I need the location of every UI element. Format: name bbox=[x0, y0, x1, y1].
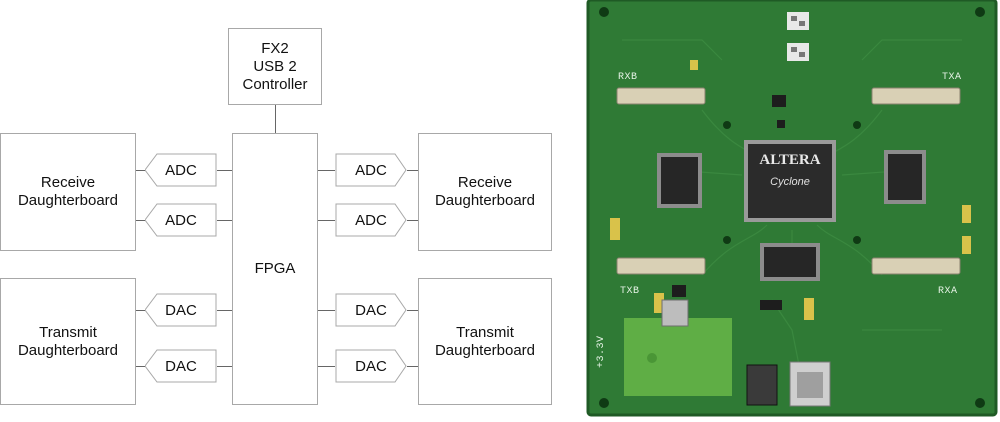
pad-circle bbox=[647, 353, 657, 363]
usb-to-fpga-wire bbox=[275, 105, 276, 133]
left-transmit-daughterboard-label: Transmit Daughterboard bbox=[17, 323, 119, 359]
left-dac-2-label: DAC bbox=[165, 357, 197, 375]
right-dac-1-label: DAC bbox=[355, 301, 387, 319]
io-jacks bbox=[746, 361, 831, 407]
power-pad bbox=[624, 318, 732, 396]
usrp-board-photo: RXB TXA TXB RXA +3.3V ALTERA Cyclone bbox=[582, 0, 1000, 417]
left-dac-1-shape bbox=[145, 293, 217, 327]
fpga-box: FPGA bbox=[232, 133, 318, 405]
right-adc-1-label: ADC bbox=[355, 161, 387, 179]
left-receive-daughterboard-label: Receive Daughterboard bbox=[17, 174, 119, 209]
left-dac-2-shape bbox=[145, 349, 217, 383]
wire-right-dac-2-fpga bbox=[318, 366, 335, 367]
silk-rxb: RXB bbox=[618, 72, 638, 83]
right-dac-1-shape bbox=[335, 293, 407, 327]
fpga-chip-brand: ALTERA bbox=[759, 152, 821, 168]
daughterboard-connectors bbox=[616, 87, 961, 275]
fpga-chip bbox=[744, 140, 836, 222]
wire-right-dac-1-fpga bbox=[318, 310, 335, 311]
wire-left-dac-1-fpga bbox=[217, 310, 232, 311]
left-adc-2-label: ADC bbox=[165, 211, 197, 229]
wire-left-adc-1-board bbox=[136, 170, 145, 171]
left-receive-daughterboard: Receive Daughterboard bbox=[0, 133, 136, 251]
silk-txa: TXA bbox=[942, 72, 962, 83]
left-adc-1: ADC bbox=[145, 153, 217, 187]
wire-right-dac-2-board bbox=[407, 366, 418, 367]
small-components bbox=[610, 60, 971, 320]
wire-right-dac-1-board bbox=[407, 310, 418, 311]
silk-rxa: RXA bbox=[938, 286, 958, 297]
wire-left-adc-2-fpga bbox=[217, 220, 232, 221]
silk-txb: TXB bbox=[620, 286, 640, 297]
wire-left-dac-2-board bbox=[136, 366, 145, 367]
wire-right-adc-2-fpga bbox=[318, 220, 335, 221]
left-adc-1-shape bbox=[145, 153, 217, 187]
clock-pads bbox=[787, 12, 809, 61]
left-dac-2: DAC bbox=[145, 349, 217, 383]
left-transmit-daughterboard: Transmit Daughterboard bbox=[0, 278, 136, 405]
right-adc-2-label: ADC bbox=[355, 211, 387, 229]
converter-chips bbox=[657, 150, 926, 281]
silk-voltage: +3.3V bbox=[596, 335, 607, 368]
ic-small bbox=[672, 95, 786, 310]
right-adc-2-shape bbox=[335, 203, 407, 237]
pcb-edge bbox=[586, 0, 998, 417]
left-adc-2: ADC bbox=[145, 203, 217, 237]
right-receive-daughterboard-label: Receive Daughterboard bbox=[434, 174, 536, 209]
wire-right-adc-1-fpga bbox=[318, 170, 335, 171]
fpga-chip-family: Cyclone bbox=[770, 176, 810, 188]
left-adc-1-label: ADC bbox=[165, 161, 197, 179]
pcb-illustration bbox=[586, 0, 998, 417]
left-dac-1: DAC bbox=[145, 293, 217, 327]
wire-right-adc-1-board bbox=[407, 170, 418, 171]
wire-right-adc-2-board bbox=[407, 220, 418, 221]
right-transmit-daughterboard-label: Transmit Daughterboard bbox=[434, 323, 536, 359]
fx2-controller-box: FX2 USB 2 Controller bbox=[228, 28, 322, 105]
fpga-label: FPGA bbox=[254, 260, 296, 277]
wire-left-adc-1-fpga bbox=[217, 170, 232, 171]
left-adc-2-shape bbox=[145, 203, 217, 237]
left-dac-1-label: DAC bbox=[165, 301, 197, 319]
wire-left-adc-2-board bbox=[136, 220, 145, 221]
regulator bbox=[661, 299, 689, 327]
fx2-controller-label: FX2 USB 2 Controller bbox=[242, 39, 308, 93]
right-dac-2-label: DAC bbox=[355, 357, 387, 375]
right-adc-2: ADC bbox=[335, 203, 407, 237]
right-receive-daughterboard: Receive Daughterboard bbox=[418, 133, 552, 251]
right-transmit-daughterboard: Transmit Daughterboard bbox=[418, 278, 552, 405]
right-dac-2-shape bbox=[335, 349, 407, 383]
mounting-holes bbox=[599, 7, 985, 408]
right-dac-2: DAC bbox=[335, 349, 407, 383]
wire-left-dac-1-board bbox=[136, 310, 145, 311]
right-adc-1-shape bbox=[335, 153, 407, 187]
right-adc-1: ADC bbox=[335, 153, 407, 187]
right-dac-1: DAC bbox=[335, 293, 407, 327]
wire-left-dac-2-fpga bbox=[217, 366, 232, 367]
